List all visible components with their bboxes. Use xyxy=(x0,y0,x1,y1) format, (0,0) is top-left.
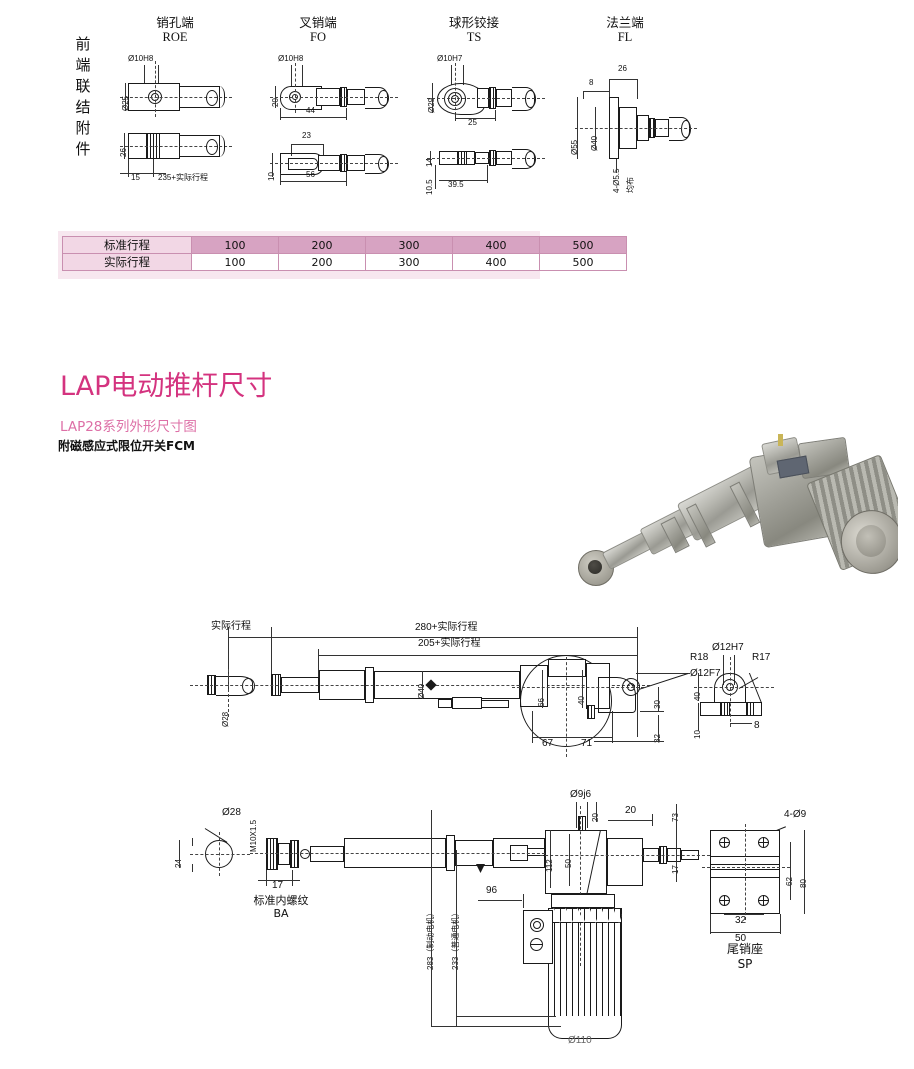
dim-280-actual: 280+实际行程 xyxy=(415,622,478,633)
fo-dim-20: 20 xyxy=(271,98,280,107)
accessories-side-label: 前 端 联 结 附 件 xyxy=(70,34,96,160)
variant-title-cn: 球形铰接 xyxy=(448,15,499,30)
stroke-cell: 300 xyxy=(365,236,453,254)
drawing-main-top: 实际行程 280+实际行程 205+实际行程 Ø28 Ø40 xyxy=(0,615,914,765)
dim-17-bottom: 17 xyxy=(272,880,284,891)
dim-20-b: 20 xyxy=(625,805,637,816)
variant-title-roe: 销孔端 ROE xyxy=(120,15,230,45)
roe-dim-d25: Ø25 xyxy=(121,96,130,111)
roe-dim-235: 235+实际行程 xyxy=(158,173,209,182)
drawing-sp-detail: 4-Ø9 62 80 32 50 xyxy=(700,810,860,950)
ts-dim-d10h7: Ø10H7 xyxy=(437,54,463,63)
variant-title-en: TS xyxy=(466,30,482,44)
variant-title-en: FO xyxy=(310,30,326,44)
stroke-cell: 500 xyxy=(539,236,627,254)
accessories-section: 前 端 联 结 附 件 销孔端 ROE 叉销端 FO 球形铰接 TS 法兰端 F… xyxy=(0,0,914,215)
dim-d9j6: Ø9j6 xyxy=(570,789,592,800)
side-label-char: 端 xyxy=(75,56,91,74)
ts-dim-395: 39.5 xyxy=(448,180,464,189)
variant-title-fl: 法兰端 FL xyxy=(570,15,680,45)
stroke-cell: 100 xyxy=(191,236,279,254)
side-label-char: 附 xyxy=(75,119,91,137)
fo-dim-44: 44 xyxy=(306,106,315,115)
drawing-sp-detail-top: Ø12H7 40 10 8 R17 xyxy=(690,643,820,763)
variant-title-ts: 球形铰接 TS xyxy=(419,15,529,45)
stroke-table: 标准行程 100 200 300 400 500 实际行程 100 200 30… xyxy=(62,236,627,271)
dim-67: 67 xyxy=(542,738,554,749)
dim-50-sp: 50 xyxy=(735,933,747,944)
fl-dim-4x55: 4-Ø5.5 xyxy=(612,168,621,193)
dim-4xd9: 4-Ø9 xyxy=(784,809,807,820)
variant-title-cn: 销孔端 xyxy=(156,15,194,30)
drawing-fl: 26 8 Ø55 Ø40 4-Ø5.5 均布 xyxy=(565,55,697,200)
dim-d28-bottom: Ø28 xyxy=(222,807,241,818)
ts-dim-25: 25 xyxy=(468,118,477,127)
drawing-roe: Ø10H8 Ø25 26 xyxy=(110,55,245,200)
roe-dim-d10h8: Ø10H8 xyxy=(128,54,154,63)
stroke-row-label: 实际行程 xyxy=(62,253,192,271)
page-title: LAP电动推杆尺寸 xyxy=(60,371,273,402)
side-label-char: 结 xyxy=(75,98,91,116)
table-row: 标准行程 100 200 300 400 500 xyxy=(62,236,627,254)
product-photo xyxy=(568,432,898,617)
dim-d12f7: Ø12F7 xyxy=(690,668,721,679)
stroke-cell: 200 xyxy=(278,253,366,271)
page-subtitle: LAP28系列外形尺寸图 xyxy=(60,419,197,435)
variant-title-en: ROE xyxy=(162,30,188,44)
dim-32-sp: 32 xyxy=(735,915,747,926)
variant-title-en: FL xyxy=(617,30,633,44)
dim-96: 96 xyxy=(486,885,498,896)
fl-note-even: 均布 xyxy=(626,177,635,193)
sp-caption-cn: 尾销座 xyxy=(726,942,763,956)
drawing-main-bottom: Ø28 24 M10X1.5 17 标准内螺纹 BA xyxy=(0,790,914,1069)
stroke-cell: 200 xyxy=(278,236,366,254)
variant-title-cn: 叉销端 xyxy=(299,15,337,30)
page-subtitle-2: 附磁感应式限位开关FCM xyxy=(58,439,195,453)
dim-d28-top: Ø28 xyxy=(221,711,230,727)
dim-8-detail: 8 xyxy=(754,720,760,731)
dim-m10x15: M10X1.5 xyxy=(249,819,258,852)
stroke-cell: 400 xyxy=(452,236,540,254)
drawing-ts: Ø10H7 Ø29 25 xyxy=(415,55,555,200)
sp-caption: 尾销座 SP xyxy=(690,942,800,972)
dim-r17: R17 xyxy=(752,652,771,663)
fo-dim-23: 23 xyxy=(302,131,311,140)
fo-dim-d10h8: Ø10H8 xyxy=(278,54,304,63)
stroke-cell: 500 xyxy=(539,253,627,271)
dim-actual-stroke: 实际行程 xyxy=(211,621,251,632)
stroke-cell: 400 xyxy=(452,253,540,271)
fl-dim-8: 8 xyxy=(589,78,594,87)
table-row: 实际行程 100 200 300 400 500 xyxy=(62,253,627,271)
side-label-char: 联 xyxy=(75,77,91,95)
dim-d110: Ø110 xyxy=(568,1035,592,1046)
thread-caption-cn: 标准内螺纹 xyxy=(253,894,309,907)
dim-205-actual: 205+实际行程 xyxy=(418,638,481,649)
dim-71: 71 xyxy=(581,738,593,749)
fo-dim-56: 56 xyxy=(306,170,315,179)
dim-d12h7: Ø12H7 xyxy=(712,642,744,653)
stroke-cell: 100 xyxy=(191,253,279,271)
thread-caption-en: BA xyxy=(273,907,289,920)
stroke-row-label: 标准行程 xyxy=(62,236,192,254)
drawing-fo: Ø10H8 20 44 23 xyxy=(258,55,403,200)
dim-10-detail: 10 xyxy=(693,730,702,739)
side-label-char: 前 xyxy=(75,35,91,53)
side-label-char: 件 xyxy=(75,140,91,158)
thread-caption: 标准内螺纹 BA xyxy=(226,894,336,920)
variant-title-cn: 法兰端 xyxy=(606,15,644,30)
fl-dim-26: 26 xyxy=(618,64,627,73)
dim-r18: R18 xyxy=(690,652,709,663)
variant-title-fo: 叉销端 FO xyxy=(263,15,373,45)
stroke-cell: 300 xyxy=(365,253,453,271)
sp-caption-en: SP xyxy=(737,957,753,971)
roe-dim-15: 15 xyxy=(131,173,140,182)
ts-dim-105: 10.5 xyxy=(425,179,434,195)
